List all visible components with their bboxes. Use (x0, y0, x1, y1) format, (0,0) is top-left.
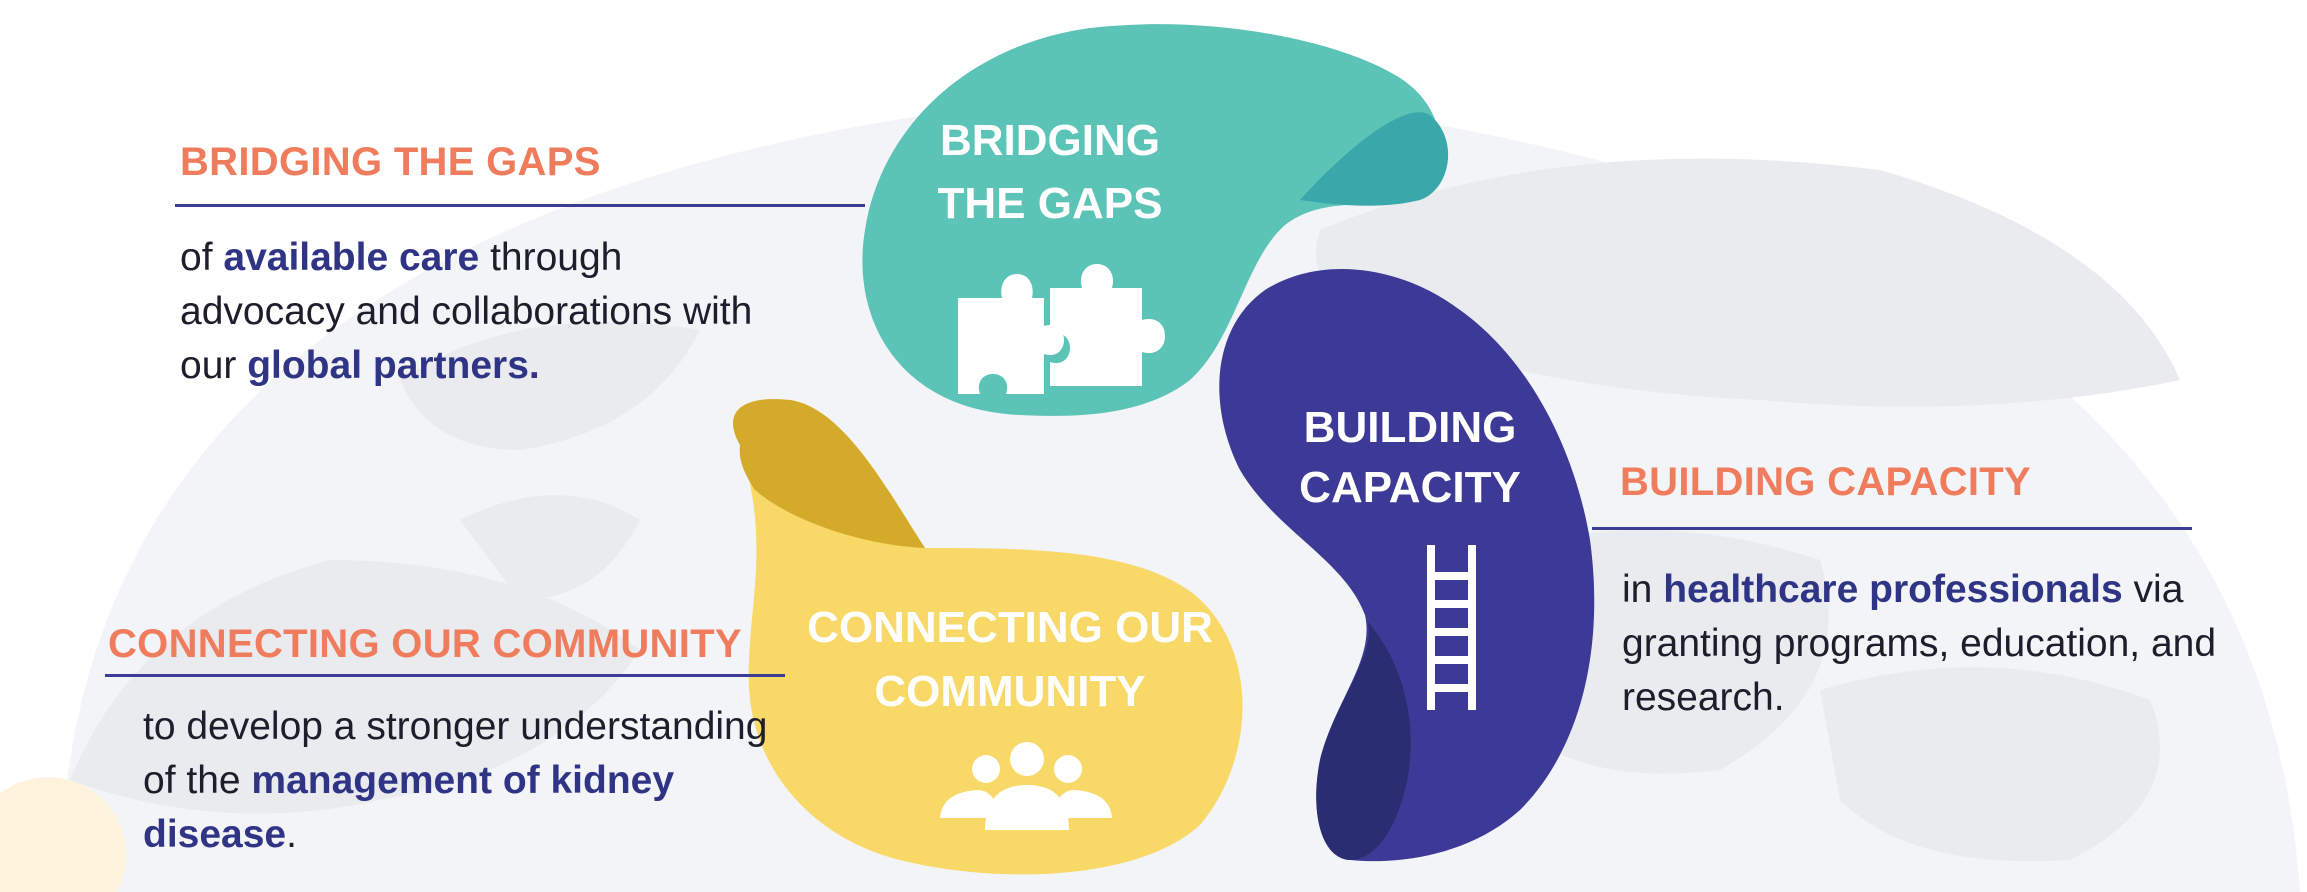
connecting-description: to develop a stronger understanding of t… (143, 700, 783, 862)
bridging-desc-text-1: of (180, 236, 224, 279)
connecting-desc-emphasis: management of kidney disease (143, 759, 675, 856)
corner-circle-decoration (0, 777, 126, 892)
people-icon (940, 742, 1112, 830)
building-blob-tail (1316, 622, 1411, 860)
building-blob-shape (1219, 268, 1595, 862)
connecting-blob: CONNECTING OUR COMMUNITY (733, 399, 1243, 875)
building-description: in healthcare professionals via granting… (1622, 563, 2262, 725)
bridging-rule (175, 204, 865, 207)
connecting-blob-line1: CONNECTING OUR (807, 603, 1213, 652)
connecting-desc-text-1: to develop a stronger understanding of t… (143, 705, 768, 802)
bridging-blob: BRIDGING THE GAPS (862, 24, 1449, 416)
bridging-desc-emphasis-1: available care (223, 236, 480, 279)
building-desc-emphasis: healthcare professionals (1663, 568, 2123, 611)
building-blob-line1: BUILDING (1304, 403, 1517, 452)
connecting-desc-text-2: . (286, 813, 297, 856)
bridging-description: of available care through advocacy and c… (180, 231, 780, 393)
connecting-blob-tail (733, 399, 925, 548)
connecting-heading: CONNECTING OUR COMMUNITY (108, 622, 742, 666)
ladder-icon (1427, 545, 1476, 710)
world-map-background (60, 90, 2300, 892)
bridging-desc-emphasis-2: global partners. (247, 344, 540, 387)
connecting-blob-line2: COMMUNITY (874, 667, 1145, 716)
building-blob: BUILDING CAPACITY (1219, 268, 1595, 862)
connecting-rule (105, 674, 785, 677)
building-desc-text-1: in (1622, 568, 1664, 611)
bridging-desc-text-2: through advocacy and collaborations with… (180, 236, 753, 387)
building-blob-line2: CAPACITY (1299, 463, 1521, 512)
building-desc-text-2: via granting programs, education, and re… (1622, 568, 2217, 719)
building-heading: BUILDING CAPACITY (1620, 460, 2032, 504)
bridging-blob-tail (1300, 112, 1449, 206)
puzzle-icon (958, 264, 1165, 394)
bridging-heading: BRIDGING THE GAPS (180, 140, 601, 184)
building-rule (1592, 527, 2192, 530)
bridging-blob-line2: THE GAPS (938, 179, 1163, 228)
bridging-blob-line1: BRIDGING (940, 116, 1160, 165)
